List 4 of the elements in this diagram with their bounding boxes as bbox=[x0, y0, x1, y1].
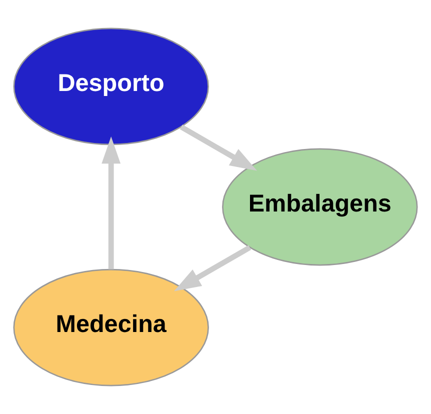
arrow bbox=[174, 245, 252, 292]
arrow bbox=[180, 124, 258, 171]
node-ellipse: Desporto bbox=[13, 28, 209, 146]
arrow bbox=[102, 136, 121, 270]
